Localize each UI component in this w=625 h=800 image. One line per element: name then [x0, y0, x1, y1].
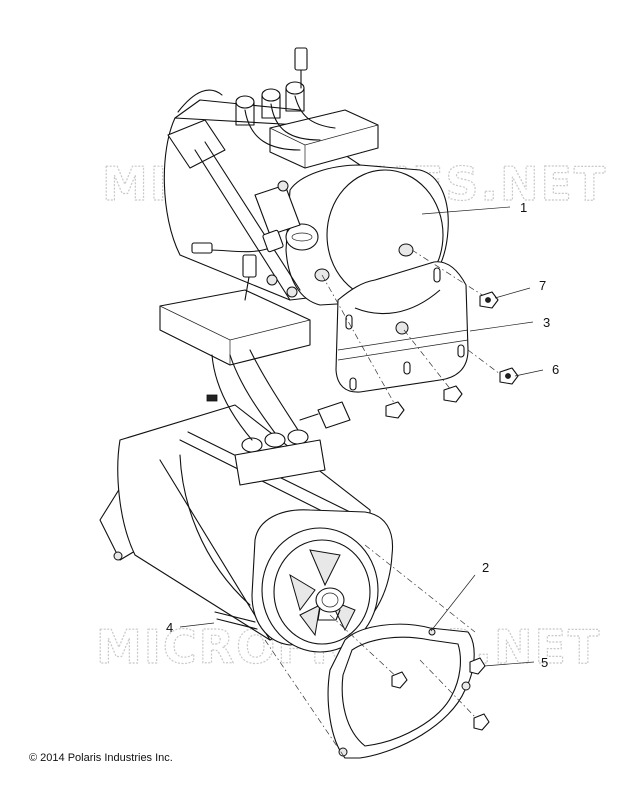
alignment-line [403, 329, 456, 396]
nut-6 [499, 367, 519, 385]
alignment-line [329, 614, 401, 681]
bottom-motor-drawing [99, 254, 394, 653]
alignment-line [411, 249, 491, 301]
callout-7: 7 [539, 278, 546, 293]
top-motor-drawing [163, 47, 449, 306]
callout-2: 2 [482, 560, 489, 575]
alignment-line [419, 659, 479, 721]
callout-5: 5 [541, 655, 548, 670]
alignment-line [321, 274, 399, 411]
screw-5 [469, 657, 486, 675]
callout-6: 6 [552, 362, 559, 377]
screw-cover-1 [391, 671, 408, 689]
cover-gasket [327, 623, 475, 759]
callout-3: 3 [543, 315, 550, 330]
alignment-line [264, 639, 346, 759]
copyright-text: © 2014 Polaris Industries Inc. [29, 752, 173, 764]
alignment-line [364, 544, 476, 633]
bracket-bolts [385, 385, 463, 419]
callout-1: 1 [520, 200, 527, 215]
callouts: 1 7 3 6 2 4 5 [166, 200, 559, 670]
screw-cover-2 [473, 713, 490, 731]
nut-7 [479, 291, 499, 309]
callout-4: 4 [166, 620, 173, 635]
